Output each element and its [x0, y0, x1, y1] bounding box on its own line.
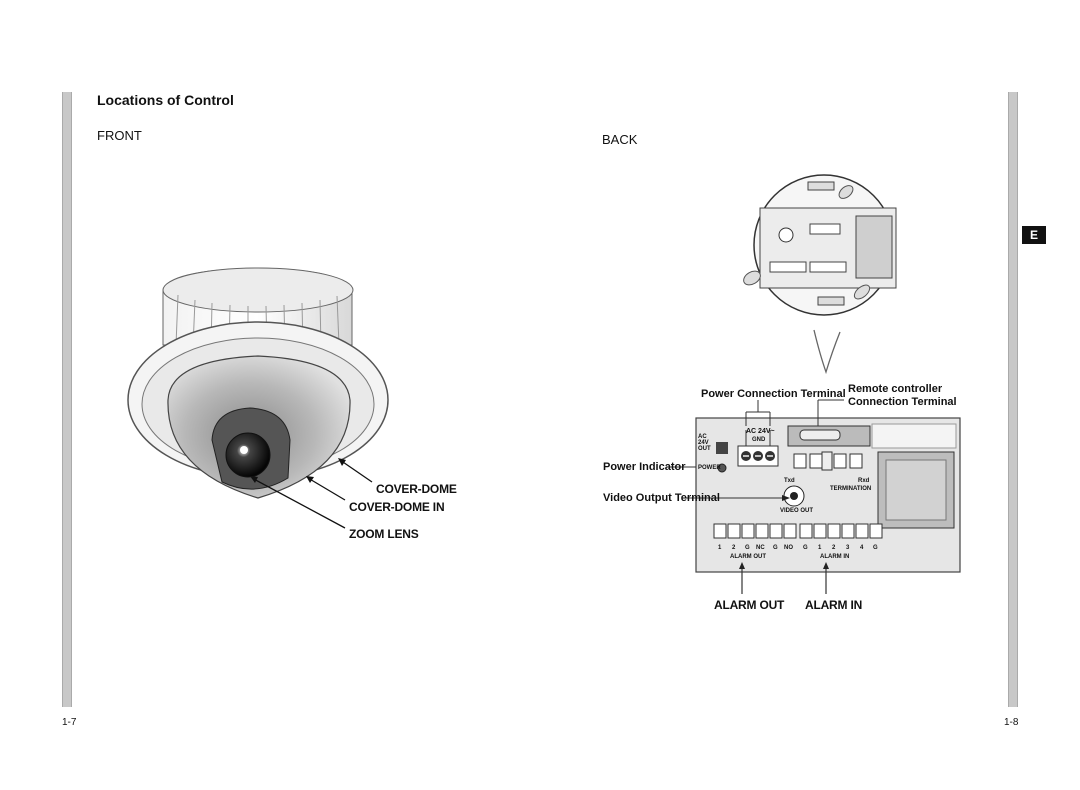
- page-number-left: 1-7: [62, 717, 77, 728]
- power-indicator-label: Power Indicator: [603, 461, 686, 473]
- in-pin-5: 4: [860, 545, 864, 551]
- power-led-label: POWER: [698, 465, 721, 471]
- out-pin-4: NC: [756, 545, 765, 551]
- in-pin-6: G: [873, 545, 878, 551]
- remote-controller-label: Remote controller: [848, 383, 943, 395]
- right-margin-bar: [1008, 92, 1018, 707]
- alarm-out-label: ALARM OUT: [714, 598, 785, 612]
- left-margin-bar: [62, 92, 72, 707]
- termination-label: TERMINATION: [830, 486, 872, 492]
- power-connection-label: Power Connection Terminal: [701, 388, 846, 400]
- alarm-in-label: ALARM IN: [805, 598, 863, 612]
- in-pin-3: 2: [832, 545, 836, 551]
- in-pin-1: G: [803, 545, 808, 551]
- ac24-label: AC 24V~: [746, 428, 775, 435]
- zoom-lens-label: ZOOM LENS: [349, 527, 419, 541]
- out-pin-1: 1: [718, 545, 722, 551]
- video-out-label: VIDEO OUT: [780, 508, 814, 514]
- section-title: Locations of Control: [97, 92, 234, 108]
- alarm-out-small-label: ALARM OUT: [730, 554, 766, 560]
- out-pin-3: G: [745, 545, 750, 551]
- ac24out-label: AC 24V OUT: [698, 434, 711, 452]
- out-pin-5: G: [773, 545, 778, 551]
- txd-label: Txd: [784, 478, 795, 484]
- in-pin-4: 3: [846, 545, 850, 551]
- video-output-label: Video Output Terminal: [603, 492, 720, 504]
- out-pin-2: 2: [732, 545, 736, 551]
- remote-connection-label: Connection Terminal: [848, 396, 957, 408]
- out-pin-6: NO: [784, 545, 793, 551]
- alarm-in-small-label: ALARM IN: [820, 554, 850, 560]
- in-pin-2: 1: [818, 545, 822, 551]
- front-label: FRONT: [97, 128, 142, 143]
- cover-dome-in-label: COVER-DOME IN: [349, 500, 445, 514]
- language-tab: E: [1022, 226, 1046, 244]
- gnd-label: GND: [752, 437, 766, 443]
- page-number-right: 1-8: [1004, 717, 1019, 728]
- cover-dome-label: COVER-DOME: [376, 482, 457, 496]
- rxd-label: Rxd: [858, 478, 870, 484]
- back-label: BACK: [602, 132, 638, 147]
